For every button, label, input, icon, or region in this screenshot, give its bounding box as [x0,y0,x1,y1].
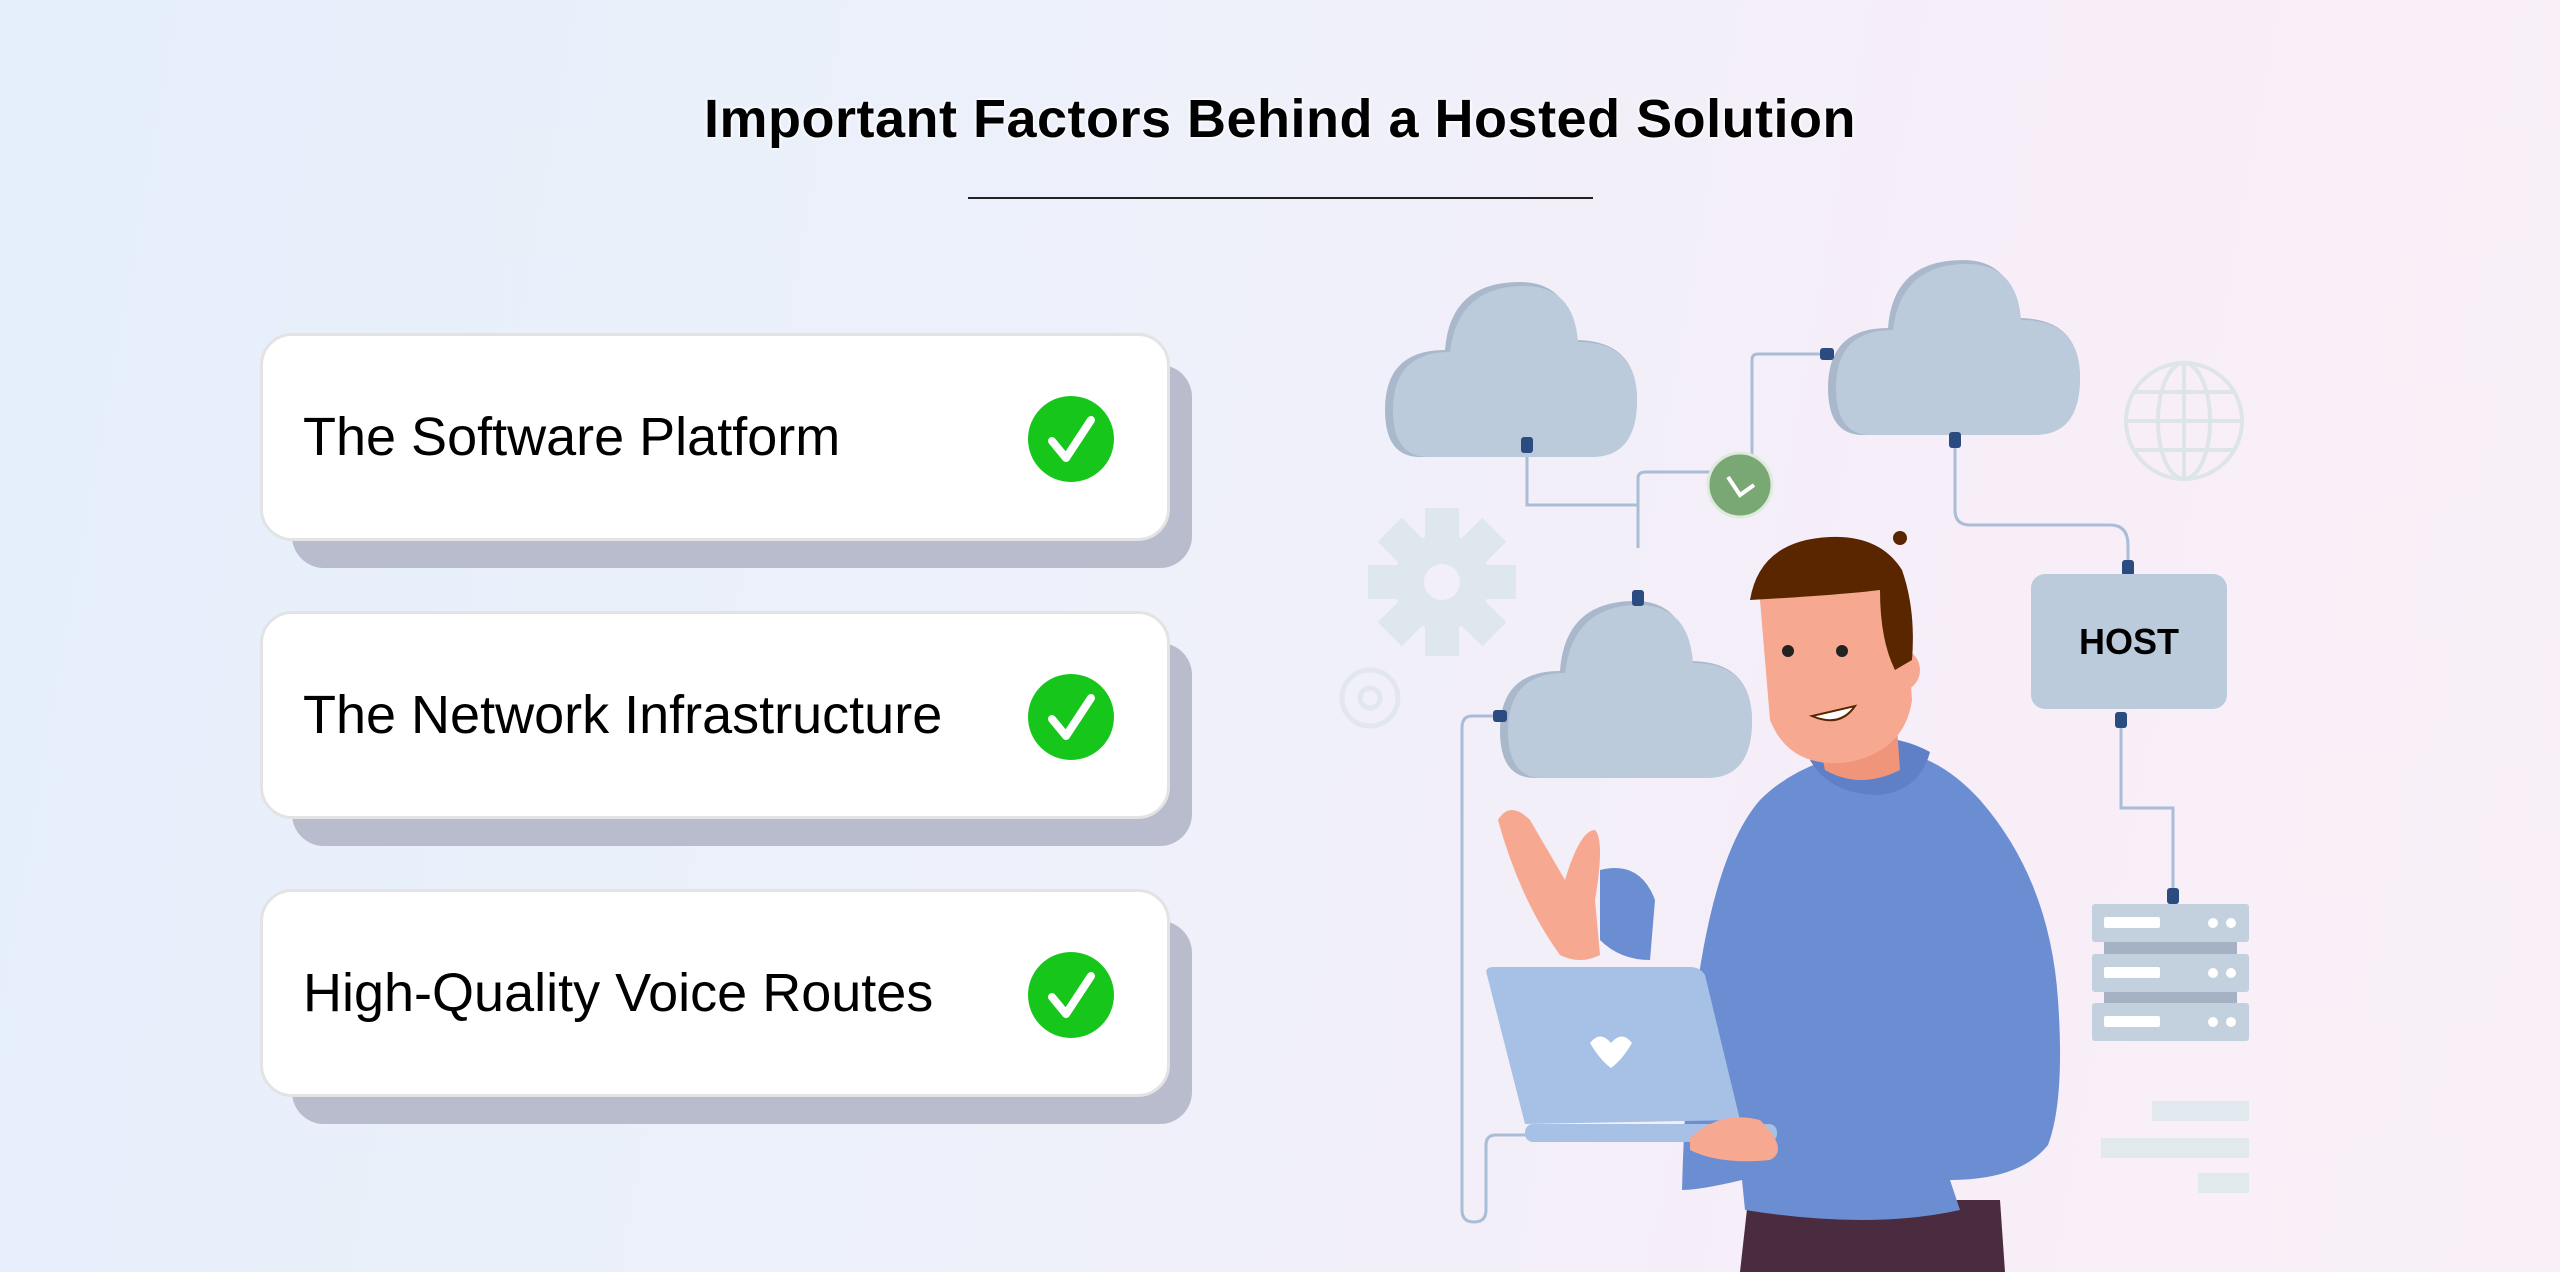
check-circle-icon [1028,396,1114,482]
factor-card-network-infrastructure: The Network Infrastructure [260,611,1192,846]
decorative-bars [2101,1101,2249,1193]
factor-card-software-platform: The Software Platform [260,333,1192,568]
person-illustration [1486,531,2061,1272]
cloud-icon [1500,601,1752,778]
check-node-icon [1706,451,1774,519]
card-body: High-Quality Voice Routes [260,889,1170,1097]
factor-label: High-Quality Voice Routes [303,963,934,1023]
check-circle-icon [1028,674,1114,760]
globe-icon [2124,361,2244,481]
card-body: The Software Platform [260,333,1170,541]
factor-label: The Network Infrastructure [303,685,943,745]
check-circle-icon [1028,952,1114,1038]
cloud-icon [1385,282,1637,457]
card-body: The Network Infrastructure [260,611,1170,819]
server-rack-icon [2092,904,2249,1041]
host-label: HOST [2079,621,2179,662]
title-underline [968,197,1593,199]
cloud-icon [1828,260,2080,435]
network-lines [1460,352,2175,1224]
small-gear-icon [1339,667,1401,729]
factor-card-voice-routes: High-Quality Voice Routes [260,889,1192,1124]
factor-label: The Software Platform [303,407,841,467]
connector-nodes [1493,348,2179,904]
host-box: HOST [2031,574,2227,709]
page-title: Important Factors Behind a Hosted Soluti… [703,89,1857,149]
gear-icon [1368,508,1516,656]
